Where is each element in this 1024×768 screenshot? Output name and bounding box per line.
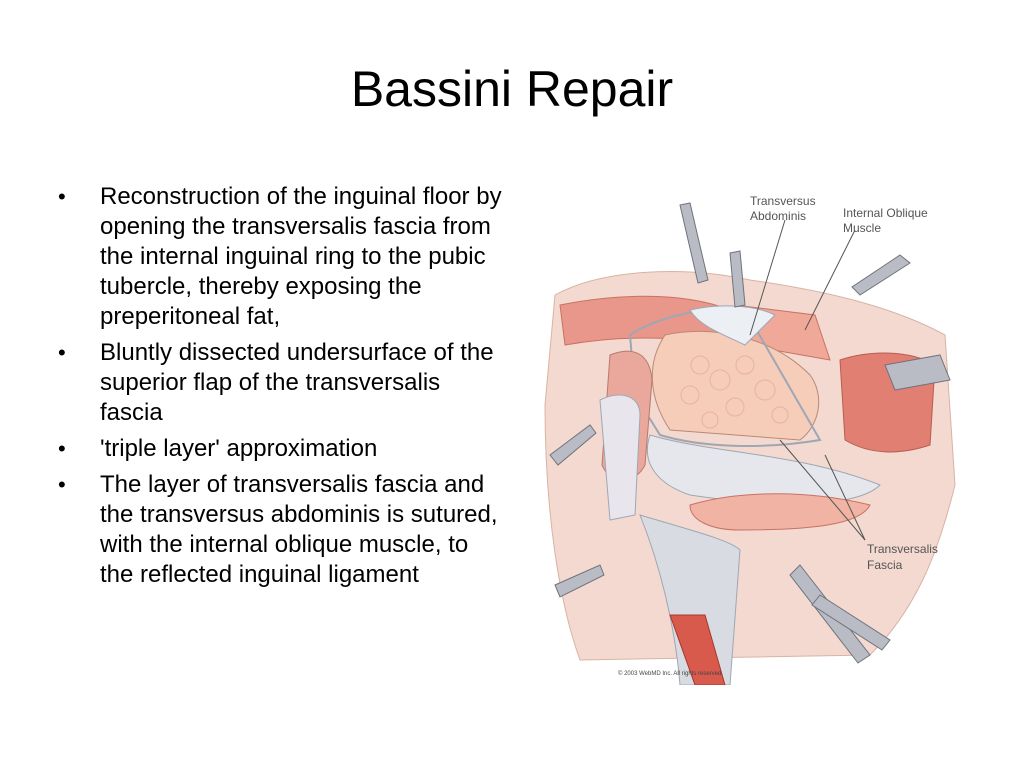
bullet-item: • Reconstruction of the inguinal floor b… [58, 182, 503, 332]
slide-title: Bassini Repair [350, 61, 674, 117]
label-transversus-abdominis-line1: Transversus [750, 194, 816, 208]
bullet-list: • Reconstruction of the inguinal floor b… [58, 182, 503, 596]
copyright-notice: © 2003 WebMD Inc. All rights reserved [618, 670, 721, 677]
surgical-illustration: Transversus Abdominis Internal Oblique M… [540, 185, 960, 685]
bullet-icon: • [58, 472, 66, 497]
label-internal-oblique-line2: Muscle [843, 221, 881, 235]
bullet-text: 'triple layer' approximation [100, 435, 378, 462]
bullet-item: • Bluntly dissected undersurface of the … [58, 338, 503, 428]
bullet-text: Reconstruction of the inguinal floor by … [100, 183, 502, 330]
label-internal-oblique-line1: Internal Oblique [843, 206, 928, 220]
bullet-text: The layer of transversalis fascia and th… [100, 471, 498, 588]
bullet-icon: • [58, 340, 66, 365]
label-transversalis-fascia-line2: Fascia [867, 558, 903, 572]
label-transversalis-fascia-line1: Transversalis [867, 542, 938, 556]
bullet-text: Bluntly dissected undersurface of the su… [100, 339, 494, 426]
bullet-item: • The layer of transversalis fascia and … [58, 470, 503, 590]
bullet-item: • 'triple layer' approximation [58, 434, 503, 464]
bullet-icon: • [58, 436, 66, 461]
label-transversus-abdominis-line2: Abdominis [750, 209, 806, 223]
bullet-icon: • [58, 184, 66, 209]
